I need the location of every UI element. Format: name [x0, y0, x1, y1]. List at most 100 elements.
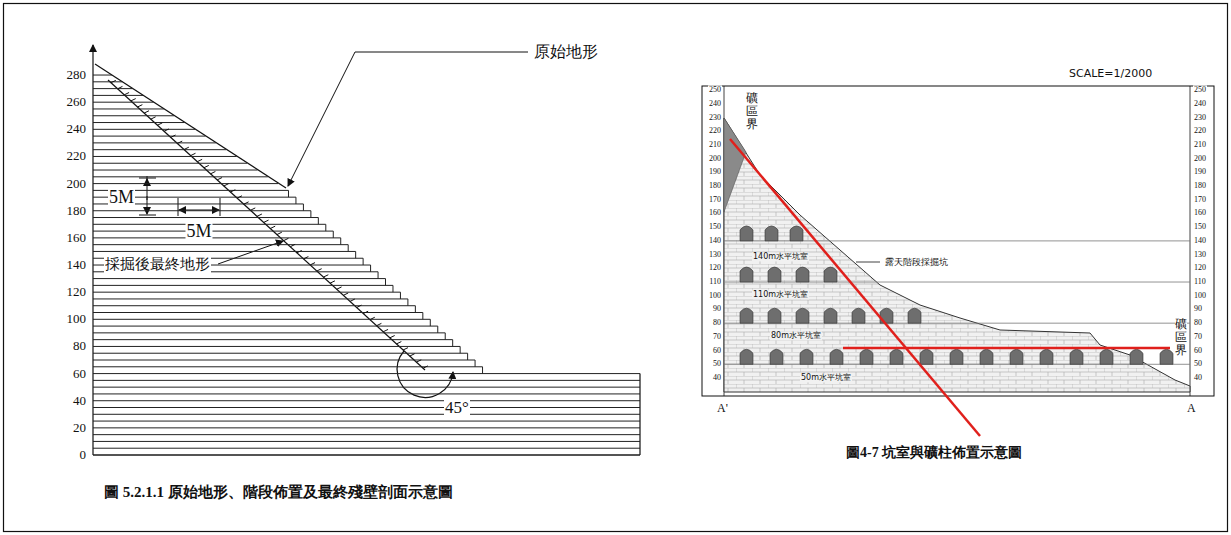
- dimension-tick: [178, 198, 179, 216]
- axis-tick-label: 210: [1193, 140, 1207, 149]
- slope-tick: [171, 135, 176, 137]
- axis-tick-label: 140: [708, 236, 722, 245]
- axis-tick-label: 80: [72, 339, 87, 354]
- hatch-line: [93, 393, 640, 394]
- axis-tick-label: 230: [708, 113, 722, 122]
- hatch-line: [93, 156, 237, 157]
- hatch-line: [93, 170, 257, 171]
- dimension-label: 5M: [185, 221, 212, 242]
- slope-tick: [230, 190, 235, 192]
- hatch-line: [93, 251, 356, 252]
- axis-tick-label: 80: [712, 319, 722, 328]
- callout-label: 原始地形: [533, 43, 599, 61]
- slope-tick: [416, 360, 421, 362]
- bench-riser: [363, 258, 364, 265]
- hatch-line: [93, 95, 143, 96]
- red-line: [730, 139, 980, 436]
- outer-border: [4, 4, 1228, 532]
- room-arch: [1160, 349, 1173, 364]
- hatch-line: [93, 346, 460, 347]
- axis-tick-label: 100: [708, 291, 722, 300]
- hatch-line: [93, 339, 453, 340]
- slope-tick: [237, 196, 242, 198]
- bench-riser: [460, 346, 461, 353]
- hatch-line: [93, 292, 400, 293]
- slope-tick: [304, 257, 309, 259]
- bench-riser: [482, 367, 483, 374]
- slope-tick: [164, 129, 169, 131]
- axis-tick-label: 130: [1193, 250, 1207, 259]
- scale-label: SCALE=1/2000: [1068, 68, 1153, 81]
- hatch-line: [93, 360, 475, 361]
- axis-tick-label: 90: [712, 305, 722, 314]
- room-arch: [1100, 349, 1113, 364]
- bench-riser: [348, 245, 349, 252]
- slope-tick: [310, 263, 315, 265]
- slope-tick: [224, 184, 229, 186]
- bench-riser: [295, 197, 296, 204]
- level-label: 110m水平坑室: [752, 290, 809, 299]
- room-arch: [980, 349, 993, 364]
- slope-tick: [323, 275, 328, 277]
- hatch-line: [93, 122, 185, 123]
- axis-tick-label: 40: [712, 373, 722, 382]
- level-label: 80m水平坑室: [770, 331, 822, 340]
- axis-tick-label: 150: [708, 223, 722, 232]
- axis-tick-label: 220: [708, 127, 722, 136]
- bench-riser: [430, 319, 431, 326]
- hatch-line: [93, 448, 640, 449]
- hatch-line: [93, 455, 640, 456]
- axis-tick-label: 100: [1193, 291, 1207, 300]
- axis-tick-label: 220: [1193, 127, 1207, 136]
- axis-tick-label: 210: [708, 140, 722, 149]
- room-group: [724, 226, 1190, 364]
- slope-tick: [177, 141, 182, 143]
- hatch-line: [93, 108, 164, 109]
- right-section: [702, 86, 1214, 436]
- axis-tick-label: 180: [1193, 181, 1207, 190]
- hatch-line: [93, 400, 640, 401]
- bench-riser: [310, 211, 311, 218]
- axis-tick-label: 110: [1193, 277, 1207, 286]
- hatch-line: [93, 136, 205, 137]
- slope-tick: [337, 287, 342, 289]
- axis-tick-label: 90: [1193, 305, 1203, 314]
- callout-label: 露天階段採掘坑: [884, 257, 949, 267]
- left-section: [93, 45, 640, 455]
- axis-tick-label: 180: [708, 181, 722, 190]
- hatch-line: [93, 373, 640, 374]
- bench-riser: [467, 353, 468, 360]
- axis-tick-label: 240: [708, 99, 722, 108]
- hatch-line: [93, 129, 195, 130]
- axis-tick-label: 40: [1193, 373, 1203, 382]
- hatch-line: [93, 441, 640, 442]
- slope-tick: [118, 86, 123, 88]
- bench-riser: [355, 251, 356, 258]
- room-arch: [1010, 349, 1023, 364]
- room-arch: [852, 308, 865, 323]
- room-arch: [765, 226, 778, 241]
- dimension-tick: [220, 198, 221, 216]
- bench-riser: [422, 313, 423, 320]
- bench-riser: [385, 279, 386, 286]
- axis-tick-label: 170: [708, 195, 722, 204]
- bench-riser: [415, 306, 416, 313]
- hatch-line: [93, 332, 445, 333]
- room-arch: [824, 267, 837, 282]
- room-arch: [890, 349, 903, 364]
- level-label: 50m水平坑室: [800, 373, 852, 382]
- section-mark: A': [716, 402, 729, 416]
- slope-tick: [151, 117, 156, 119]
- axis-tick-label: 40: [72, 393, 87, 408]
- slope-tick: [410, 354, 415, 356]
- hatch-line: [93, 434, 640, 435]
- caption: 圖4-7 坑室與礦柱佈置示意圖: [845, 445, 1023, 461]
- axis-tick-label: 140: [66, 258, 88, 273]
- dimension-tick: [139, 178, 156, 179]
- room-arch: [768, 267, 781, 282]
- slope-tick: [330, 281, 335, 283]
- slope-tick: [297, 250, 302, 252]
- hatch-line: [93, 285, 393, 286]
- slope-tick: [363, 311, 368, 313]
- slope-tick: [144, 111, 149, 113]
